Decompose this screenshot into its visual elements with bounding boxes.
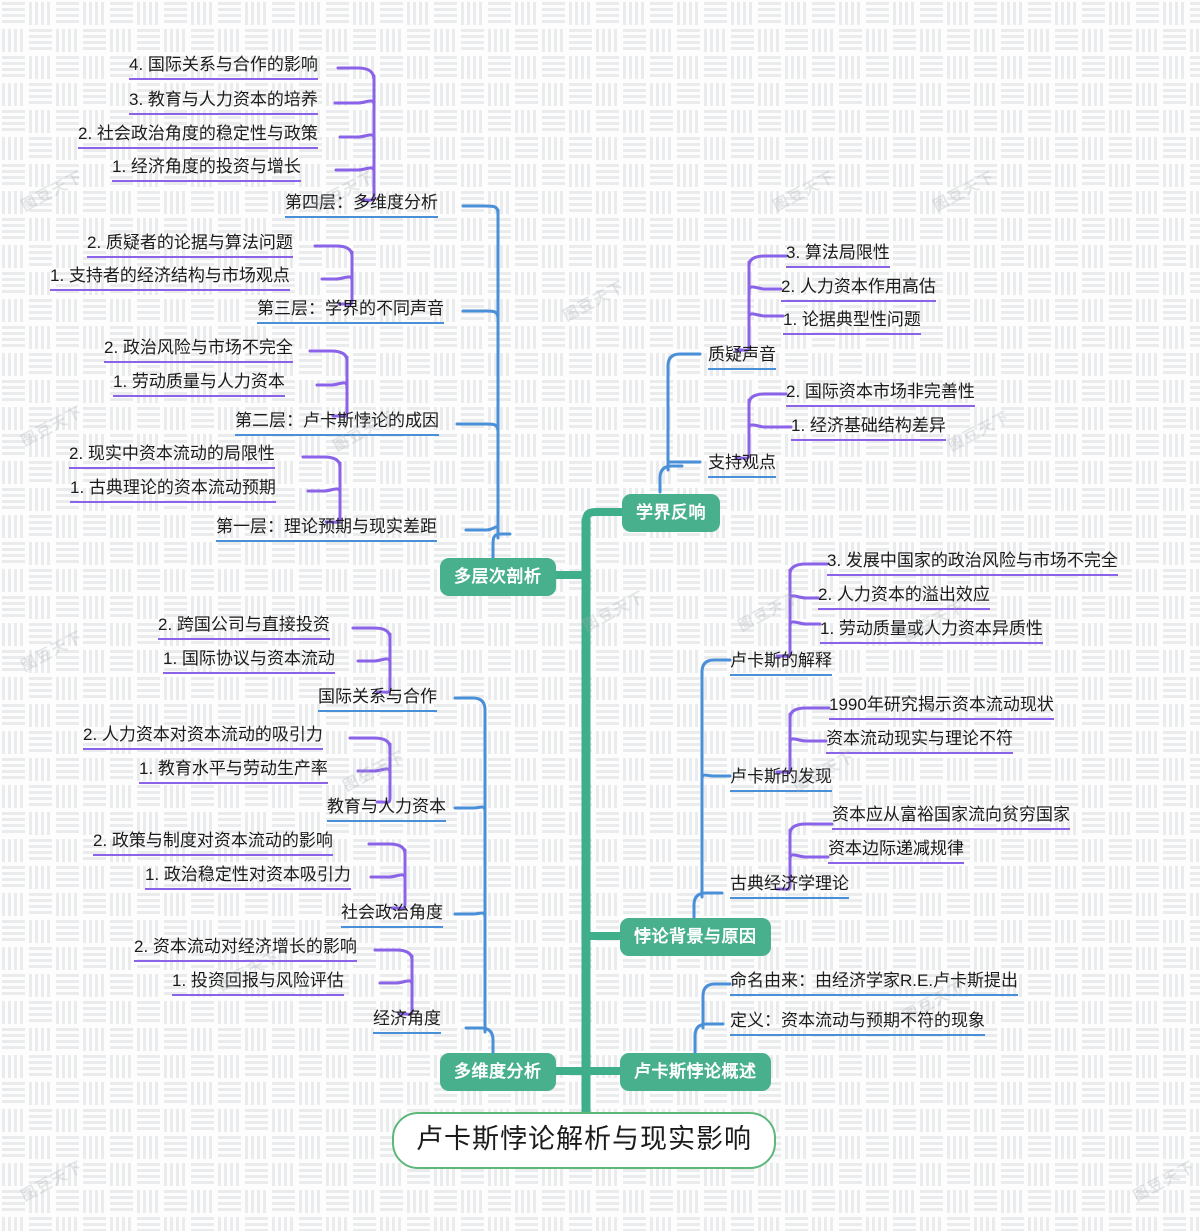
leaf-faxian-1990[interactable]: 1990年研究揭示资本流动现状 (829, 696, 1054, 720)
watermark: 图豆天下 (18, 167, 87, 215)
leaf-dierceng-2[interactable]: 2. 政治风险与市场不完全 (104, 339, 293, 363)
leaf-disiceng-2[interactable]: 2. 社会政治角度的稳定性与政策 (78, 125, 318, 149)
watermark: 图豆天下 (945, 407, 1014, 455)
node-zhiyi-shengyin[interactable]: 质疑声音 (708, 346, 776, 370)
watermark: 图豆天下 (770, 167, 839, 215)
leaf-zhiyi-1[interactable]: 1. 论据典型性问题 (783, 311, 921, 335)
watermark: 图豆天下 (580, 587, 649, 635)
leaf-jingji-2[interactable]: 2. 资本流动对经济增长的影响 (134, 938, 357, 962)
watermark: 图豆天下 (560, 277, 629, 325)
branch-node-beilun[interactable]: 悖论背景与原因 (620, 918, 771, 956)
leaf-diyiceng-2[interactable]: 2. 现实中资本流动的局限性 (69, 445, 275, 469)
node-di-san-ceng[interactable]: 第三层：学界的不同声音 (257, 300, 444, 324)
node-jiaoyu-renli[interactable]: 教育与人力资本 (327, 798, 446, 822)
leaf-jingji-1[interactable]: 1. 投资回报与风险评估 (172, 972, 344, 996)
node-di-yi-ceng[interactable]: 第一层：理论预期与现实差距 (216, 518, 437, 542)
node-gudian-jingjixue[interactable]: 古典经济学理论 (730, 875, 849, 899)
leaf-jieshi-3[interactable]: 3. 发展中国家的政治风险与市场不完全 (827, 552, 1118, 576)
leaf-faxian-xianshi[interactable]: 资本流动现实与理论不符 (826, 730, 1013, 754)
leaf-gudian-dijian[interactable]: 资本边际递减规律 (828, 840, 964, 864)
node-dingyi[interactable]: 定义：资本流动与预期不符的现象 (730, 1012, 985, 1036)
node-lukasi-jieshi[interactable]: 卢卡斯的解释 (730, 652, 832, 676)
leaf-dierceng-1[interactable]: 1. 劳动质量与人力资本 (113, 373, 285, 397)
leaf-jiaoyu-1[interactable]: 1. 教育水平与劳动生产率 (139, 760, 328, 784)
leaf-disiceng-1[interactable]: 1. 经济角度的投资与增长 (112, 158, 301, 182)
node-mingming-youlai[interactable]: 命名由来：由经济学家R.E.卢卡斯提出 (730, 972, 1019, 996)
node-guoji-guanxi[interactable]: 国际关系与合作 (318, 688, 437, 712)
branch-node-xuejie[interactable]: 学界反响 (622, 494, 720, 532)
branch-node-duoweidu[interactable]: 多维度分析 (440, 1053, 556, 1091)
leaf-jiaoyu-2[interactable]: 2. 人力资本对资本流动的吸引力 (83, 726, 323, 750)
leaf-guoji-2[interactable]: 2. 跨国公司与直接投资 (158, 616, 330, 640)
watermark: 图豆天下 (930, 167, 999, 215)
watermark: 图豆天下 (735, 587, 804, 635)
node-zhichi-guandian[interactable]: 支持观点 (708, 454, 776, 478)
node-di-er-ceng[interactable]: 第二层：卢卡斯悖论的成因 (235, 412, 439, 436)
branch-node-gaishu[interactable]: 卢卡斯悖论概述 (620, 1053, 771, 1091)
leaf-jieshi-2[interactable]: 2. 人力资本的溢出效应 (818, 586, 990, 610)
leaf-gudian-liuxiang[interactable]: 资本应从富裕国家流向贫穷国家 (832, 806, 1070, 830)
leaf-zhiyi-3[interactable]: 3. 算法局限性 (786, 244, 890, 268)
node-jingji-jiaodu[interactable]: 经济角度 (373, 1010, 441, 1034)
leaf-shehui-1[interactable]: 1. 政治稳定性对资本吸引力 (145, 866, 351, 890)
leaf-disanceng-1[interactable]: 1. 支持者的经济结构与市场观点 (50, 267, 290, 291)
node-shehui-zhengzhi[interactable]: 社会政治角度 (341, 904, 443, 928)
leaf-guoji-1[interactable]: 1. 国际协议与资本流动 (163, 650, 335, 674)
branch-node-duocengci[interactable]: 多层次剖析 (440, 558, 556, 596)
watermark: 图豆天下 (1130, 1157, 1199, 1205)
watermark: 图豆天下 (18, 1157, 87, 1205)
leaf-zhichi-1[interactable]: 1. 经济基础结构差异 (791, 417, 946, 441)
leaf-zhiyi-2[interactable]: 2. 人力资本作用高估 (781, 278, 936, 302)
node-di-si-ceng[interactable]: 第四层：多维度分析 (285, 194, 438, 218)
leaf-zhichi-2[interactable]: 2. 国际资本市场非完善性 (786, 383, 975, 407)
watermark: 图豆天下 (18, 627, 87, 675)
leaf-diyiceng-1[interactable]: 1. 古典理论的资本流动预期 (70, 479, 276, 503)
leaf-disanceng-2[interactable]: 2. 质疑者的论据与算法问题 (87, 234, 293, 258)
leaf-disiceng-4[interactable]: 4. 国际关系与合作的影响 (129, 56, 318, 80)
leaf-shehui-2[interactable]: 2. 政策与制度对资本流动的影响 (93, 832, 333, 856)
leaf-jieshi-1[interactable]: 1. 劳动质量或人力资本异质性 (820, 620, 1043, 644)
watermark: 图豆天下 (340, 747, 409, 795)
leaf-disiceng-3[interactable]: 3. 教育与人力资本的培养 (129, 91, 318, 115)
root-node[interactable]: 卢卡斯悖论解析与现实影响 (392, 1112, 776, 1169)
node-lukasi-faxian[interactable]: 卢卡斯的发现 (730, 768, 832, 792)
